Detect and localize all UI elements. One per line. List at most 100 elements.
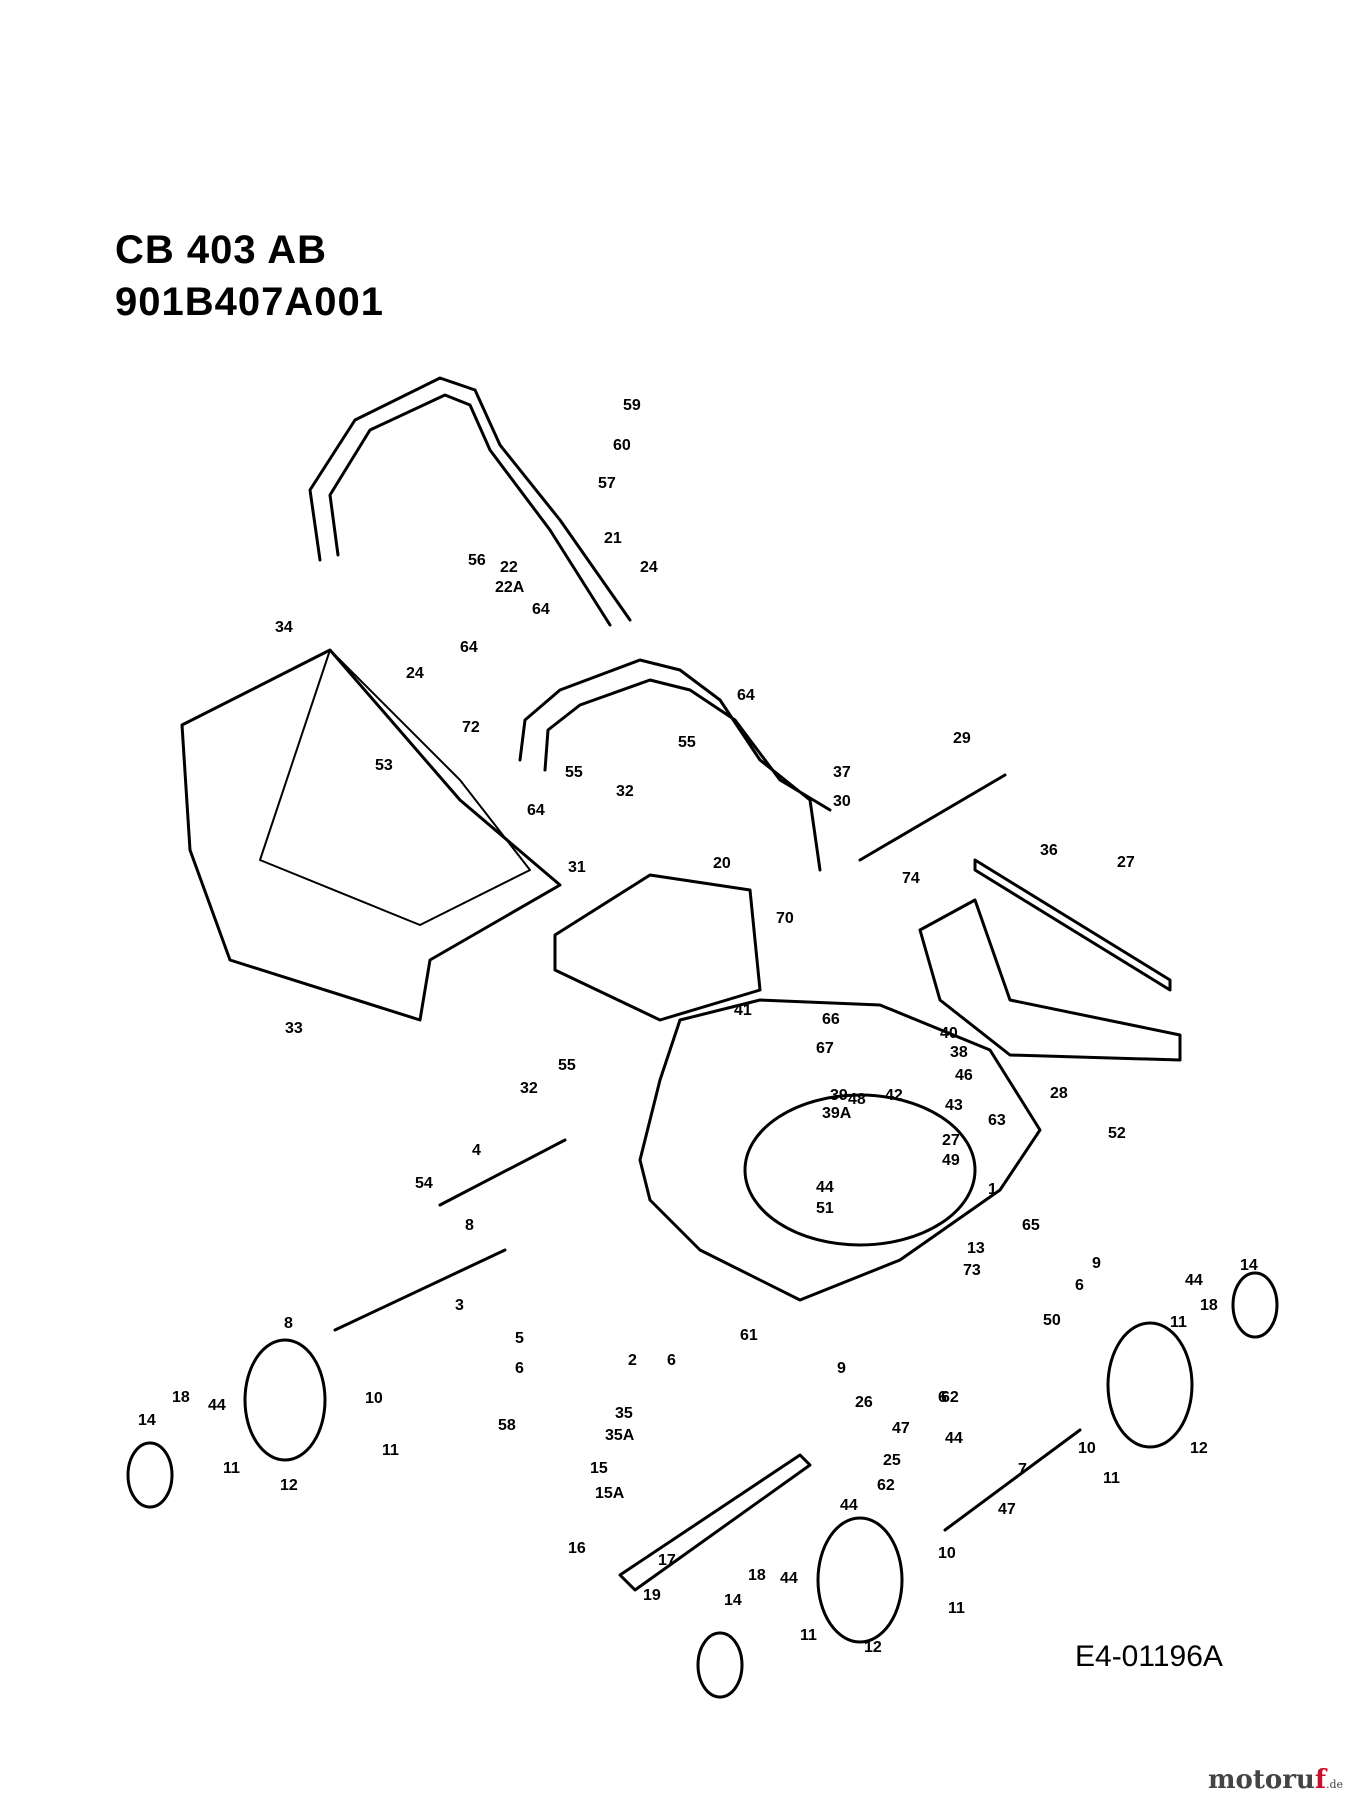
part-label: 17	[658, 1552, 676, 1569]
wheel-rear-left	[243, 1338, 327, 1462]
part-label: 33	[285, 1020, 303, 1037]
part-label: 16	[568, 1540, 586, 1557]
part-label: 48	[848, 1091, 866, 1108]
part-label: 53	[375, 757, 393, 774]
part-label: 14	[1240, 1257, 1258, 1274]
part-label: 56	[468, 552, 486, 569]
part-label: 44	[816, 1179, 834, 1196]
part-label: 54	[415, 1175, 433, 1192]
part-label: 24	[640, 559, 658, 576]
part-label: 18	[172, 1389, 190, 1406]
part-label: 55	[565, 764, 583, 781]
part-label: 37	[833, 764, 851, 781]
part-label: 55	[558, 1057, 576, 1074]
part-label: 59	[623, 397, 641, 414]
part-label: 35	[615, 1405, 633, 1422]
rear-flap-drawing	[918, 898, 1182, 1062]
watermark-logo: motoruf.de	[1208, 1765, 1343, 1795]
part-label: 14	[138, 1412, 156, 1429]
part-label: 42	[885, 1087, 903, 1104]
watermark-main: motoru	[1208, 1765, 1315, 1795]
watermark-domain: .de	[1326, 1778, 1344, 1791]
part-label: 6	[667, 1352, 676, 1369]
drawing-reference: E4-01196A	[1075, 1640, 1223, 1673]
part-label: 32	[520, 1080, 538, 1097]
part-labels: 59 60 57 21 56 22 22A 24 64 64 64 64 34 …	[138, 397, 1258, 1656]
part-label: 9	[1092, 1255, 1101, 1272]
hubcap-right	[1231, 1271, 1279, 1339]
part-label: 73	[963, 1262, 981, 1279]
part-label: 38	[950, 1044, 968, 1061]
part-label: 64	[460, 639, 478, 656]
part-label: 39	[830, 1087, 848, 1104]
part-label: 44	[1185, 1272, 1203, 1289]
part-label: 11	[223, 1460, 240, 1477]
grass-bag-drawing	[180, 648, 562, 1022]
part-label: 47	[892, 1420, 910, 1437]
part-label: 18	[1200, 1297, 1218, 1314]
part-label: 14	[724, 1592, 742, 1609]
part-label: 12	[1190, 1440, 1208, 1457]
part-label: 27	[1117, 854, 1135, 871]
part-label: 52	[1108, 1125, 1126, 1142]
part-label: 49	[942, 1152, 960, 1169]
part-label: 15A	[595, 1485, 625, 1502]
part-label: 36	[1040, 842, 1058, 859]
rear-chute-drawing	[553, 873, 762, 1022]
part-label: 4	[472, 1142, 481, 1159]
part-label: 10	[1078, 1440, 1096, 1457]
part-label: 34	[275, 619, 293, 636]
part-label: 44	[840, 1497, 858, 1514]
part-label: 18	[748, 1567, 766, 1584]
part-label: 35A	[605, 1427, 635, 1444]
part-label: 6	[1075, 1277, 1084, 1294]
deck-opening	[743, 1093, 977, 1247]
hubcap-front-left	[696, 1631, 744, 1699]
part-label: 43	[945, 1097, 963, 1114]
rod-drawing	[858, 773, 1007, 862]
part-label: 51	[816, 1200, 834, 1217]
part-label: 11	[1103, 1470, 1120, 1487]
part-label: 41	[734, 1002, 752, 1019]
part-label: 44	[208, 1397, 226, 1414]
wheel-front-right	[1106, 1321, 1194, 1449]
part-label: 63	[988, 1112, 1006, 1129]
support-bar-drawing	[973, 858, 1172, 992]
hubcap-rear-left	[126, 1441, 174, 1509]
part-label: 11	[1170, 1314, 1187, 1331]
watermark-accent: f	[1314, 1765, 1326, 1795]
part-label: 74	[902, 870, 920, 887]
part-label: 3	[455, 1297, 464, 1314]
part-label: 11	[948, 1600, 965, 1617]
part-label: 29	[953, 730, 971, 747]
part-label: 65	[1022, 1217, 1040, 1234]
part-label: 24	[406, 665, 424, 682]
part-label: 12	[280, 1477, 298, 1494]
part-label: 30	[833, 793, 851, 810]
part-label: 27	[942, 1132, 960, 1149]
part-label: 44	[945, 1430, 963, 1447]
part-label: 2	[628, 1352, 637, 1369]
mower-deck-drawing	[638, 998, 1042, 1302]
part-label: 6	[938, 1389, 947, 1406]
part-label: 26	[855, 1394, 873, 1411]
rear-axle-line	[333, 1248, 507, 1332]
part-label: 62	[877, 1477, 895, 1494]
part-label: 64	[532, 601, 550, 618]
part-label: 62	[941, 1389, 959, 1406]
part-label: 46	[955, 1067, 973, 1084]
part-label: 7	[1018, 1461, 1027, 1478]
front-axle-line	[943, 1428, 1082, 1532]
part-label: 9	[837, 1360, 846, 1377]
part-label: 20	[713, 855, 731, 872]
part-label: 6	[515, 1360, 524, 1377]
part-label: 10	[938, 1545, 956, 1562]
part-label: 67	[816, 1040, 834, 1057]
part-label: 47	[998, 1501, 1016, 1518]
part-label: 22A	[495, 579, 525, 596]
part-label: 21	[604, 530, 622, 547]
part-label: 72	[462, 719, 480, 736]
part-label: 13	[967, 1240, 985, 1257]
part-label: 64	[527, 802, 545, 819]
part-label: 66	[822, 1011, 840, 1028]
